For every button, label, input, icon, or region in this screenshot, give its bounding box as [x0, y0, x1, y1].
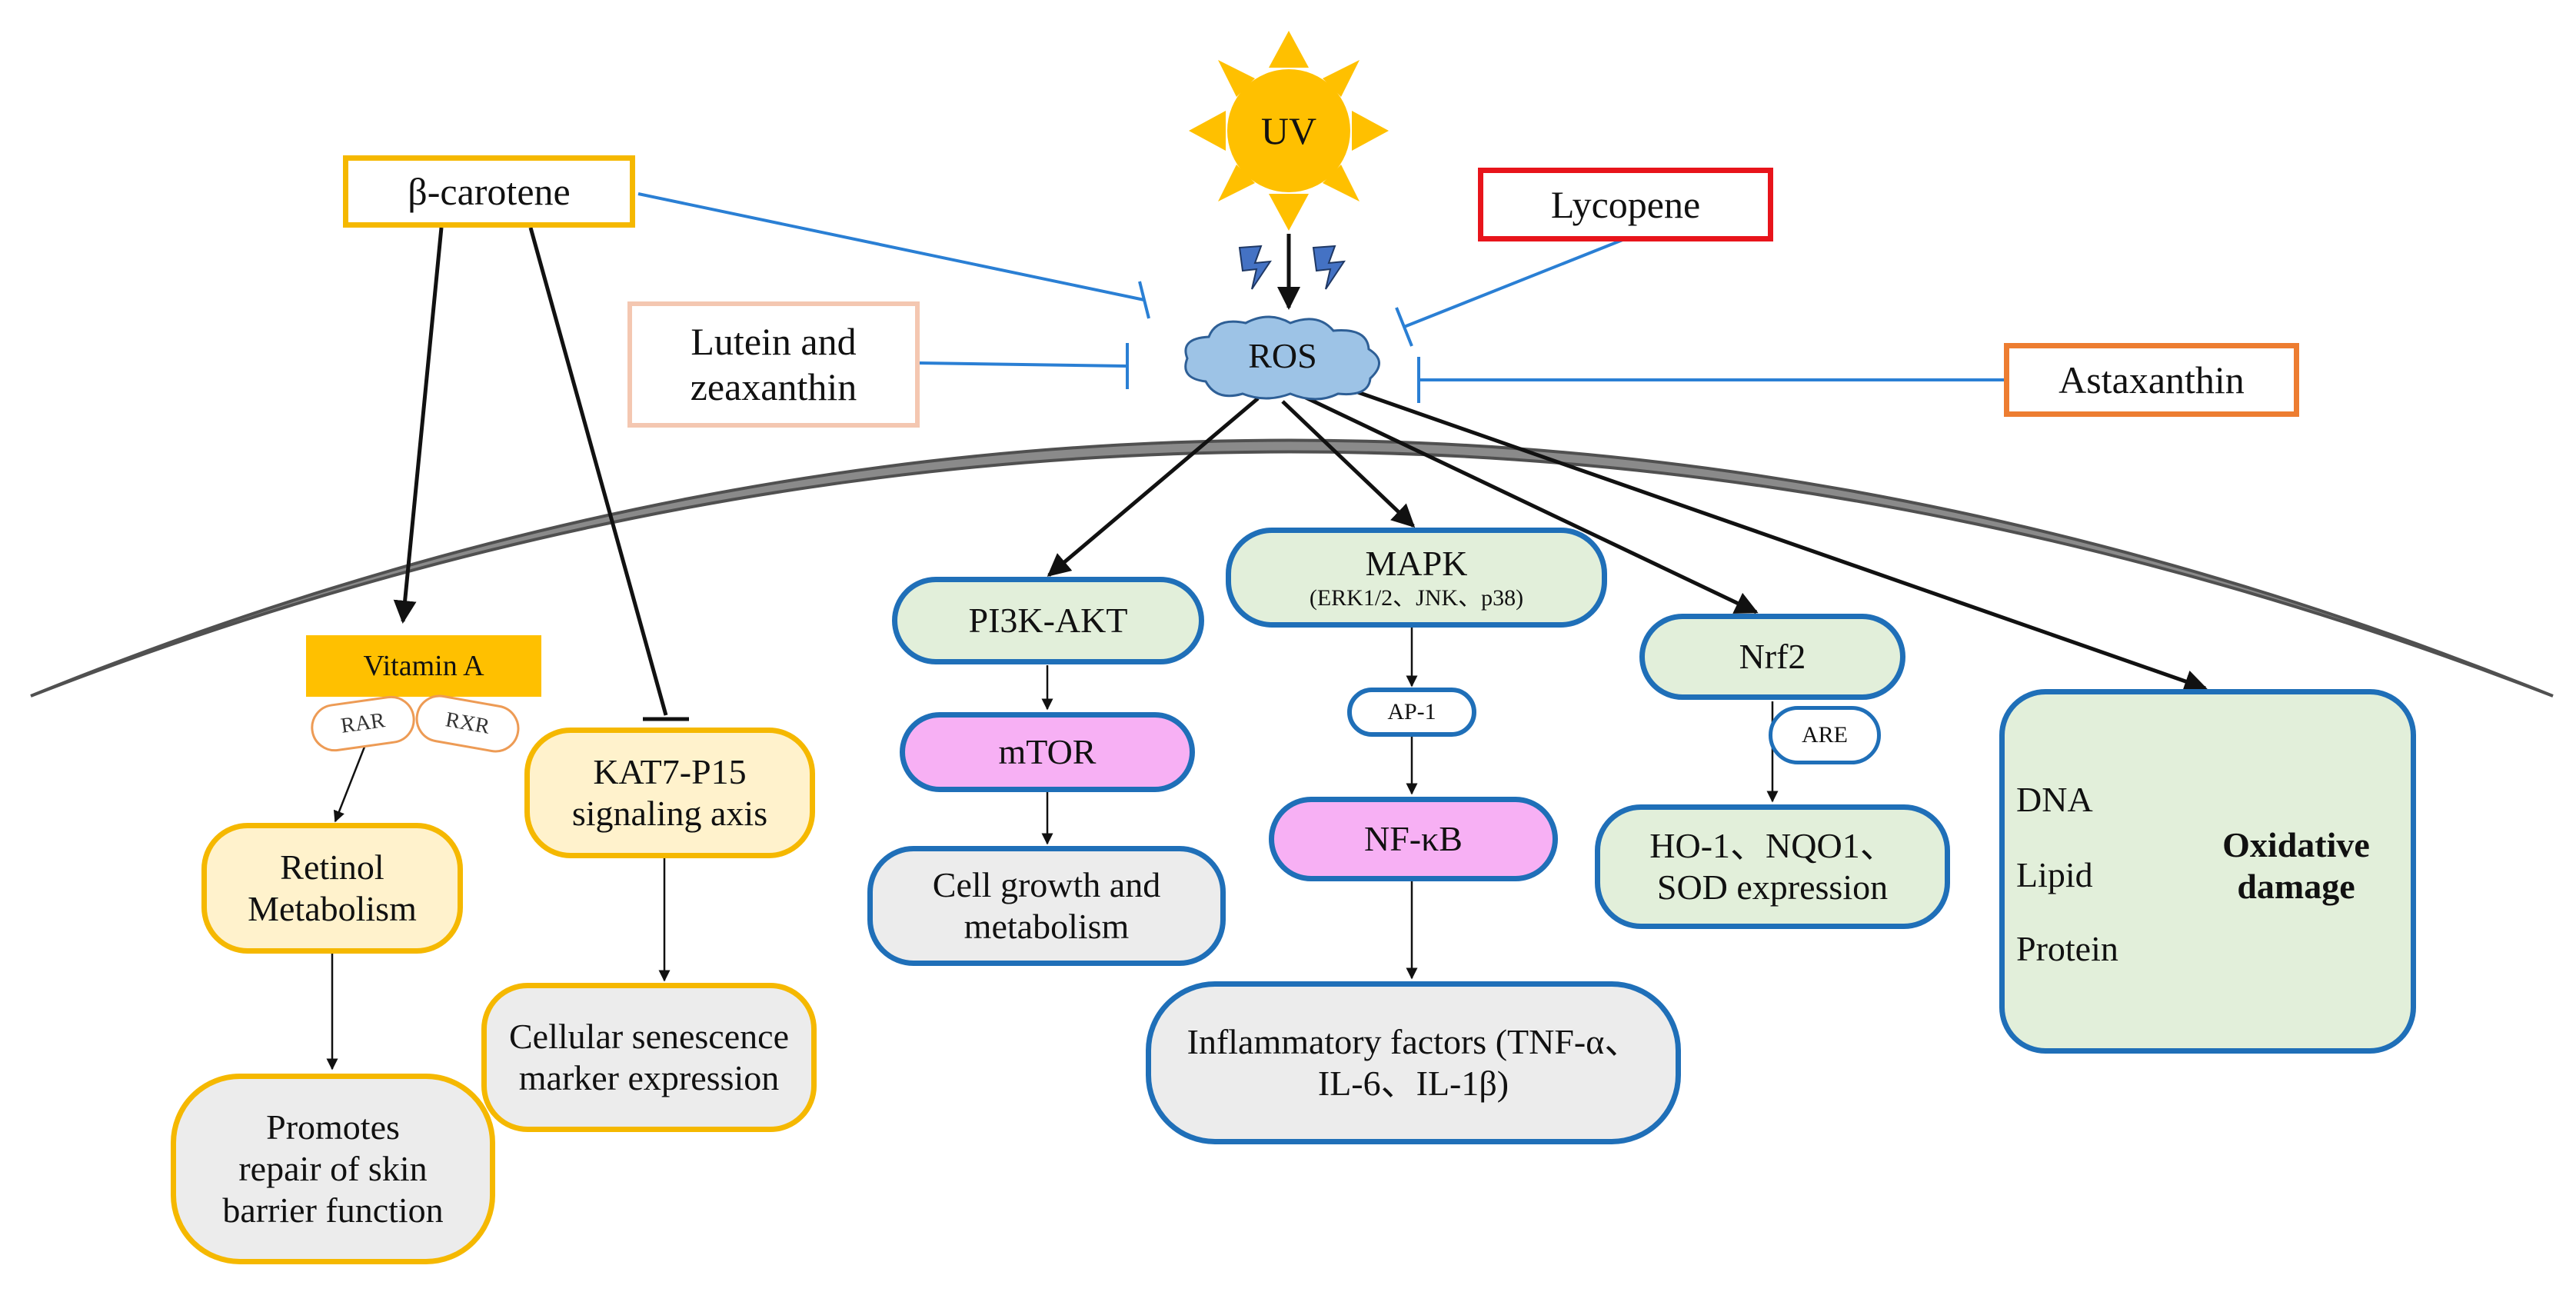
protein-item: Protein	[2016, 926, 2147, 972]
lutein-label-line2: zeaxanthin	[690, 365, 857, 408]
uv-sun: UV	[1227, 69, 1350, 192]
nrf2-label: Nrf2	[1739, 636, 1806, 676]
nfkb-box: NF-κB	[1269, 797, 1558, 881]
mtor-box: mTOR	[900, 712, 1195, 792]
ho1-label-line2: SOD expression	[1656, 867, 1889, 907]
lutein-label-line1: Lutein and	[691, 320, 857, 363]
nfkb-label: NF-κB	[1364, 818, 1463, 858]
cell-membrane	[30, 438, 2554, 698]
antioxidant-expression-box: HO-1、NQO1、 SOD expression	[1595, 804, 1950, 929]
dna-item: DNA	[2016, 777, 2132, 823]
retinol-label-line1: Retinol	[280, 847, 384, 887]
astaxanthin-label: Astaxanthin	[2058, 358, 2245, 401]
mapk-label: MAPK	[1365, 544, 1468, 584]
repair-label-line2: repair of skin	[238, 1148, 428, 1188]
vitamin-a-label: Vitamin A	[363, 649, 484, 682]
lutein-zeaxanthin-box: Lutein and zeaxanthin	[627, 301, 920, 428]
beta-carotene-label: β-carotene	[408, 169, 571, 213]
dna-label: DNA	[2016, 779, 2093, 819]
uv-label: UV	[1260, 108, 1317, 152]
ap1-label: AP-1	[1387, 699, 1436, 725]
inflam-label-line1: Inflammatory factors (TNF-α、	[1186, 1021, 1640, 1061]
lightning-icon	[1238, 245, 1273, 290]
senescence-label-line2: marker expression	[518, 1058, 780, 1097]
oxidative-label-line2: damage	[2237, 867, 2355, 906]
mapk-box: MAPK (ERK1/2、JNK、p38)	[1226, 528, 1607, 628]
mtor-label: mTOR	[998, 731, 1097, 771]
ros-label: ROS	[1248, 335, 1317, 375]
ap1-box: AP-1	[1347, 688, 1476, 737]
senescence-label-line1: Cellular senescence	[509, 1016, 789, 1056]
rar-label: RAR	[339, 708, 387, 739]
repair-label-line1: Promotes	[266, 1107, 400, 1147]
protein-label: Protein	[2016, 928, 2118, 968]
oxidative-damage-box	[1999, 689, 2416, 1054]
oxidative-label-line1: Oxidative	[2222, 824, 2370, 864]
pi3k-label: PI3K-AKT	[968, 600, 1128, 640]
growth-label-line2: metabolism	[964, 907, 1130, 946]
senescence-marker-box: Cellular senescence marker expression	[481, 983, 817, 1132]
kat7-label-line2: signaling axis	[571, 794, 768, 833]
repair-label-line3: barrier function	[222, 1190, 444, 1230]
nrf2-box: Nrf2	[1639, 614, 1905, 700]
rxr-label: RXR	[443, 708, 492, 740]
vitamin-a-box: Vitamin A	[306, 635, 541, 697]
kat7-p15-box: KAT7-P15 signaling axis	[524, 728, 815, 858]
are-element: ARE	[1769, 706, 1881, 764]
cell-growth-box: Cell growth and metabolism	[867, 846, 1226, 966]
kat7-label-line1: KAT7-P15	[593, 751, 747, 791]
skin-barrier-repair-box: Promotes repair of skin barrier function	[171, 1074, 495, 1264]
ros-cloud: ROS	[1175, 311, 1390, 401]
beta-carotene-box: β-carotene	[343, 155, 635, 228]
inflam-label-line2: IL-6、IL-1β)	[1317, 1064, 1509, 1103]
pi3k-akt-box: PI3K-AKT	[892, 577, 1204, 664]
lipid-label: Lipid	[2016, 854, 2093, 894]
lycopene-label: Lycopene	[1550, 182, 1701, 226]
lipid-item: Lipid	[2016, 852, 2132, 898]
are-label: ARE	[1802, 722, 1848, 748]
cloud-shape	[1184, 315, 1380, 401]
growth-label-line1: Cell growth and	[932, 864, 1161, 904]
inflammatory-factors-box: Inflammatory factors (TNF-α、 IL-6、IL-1β)	[1146, 981, 1681, 1144]
astaxanthin-box: Astaxanthin	[2004, 343, 2299, 417]
lycopene-box: Lycopene	[1478, 168, 1773, 241]
oxidative-damage-label: Oxidative damage	[2181, 797, 2411, 935]
ho1-label-line1: HO-1、NQO1、	[1649, 825, 1895, 865]
mapk-sublabel: (ERK1/2、JNK、p38)	[1309, 585, 1524, 611]
lightning-icon	[1312, 245, 1346, 290]
retinol-label-line2: Metabolism	[248, 889, 417, 928]
retinol-metabolism-box: Retinol Metabolism	[201, 823, 463, 954]
